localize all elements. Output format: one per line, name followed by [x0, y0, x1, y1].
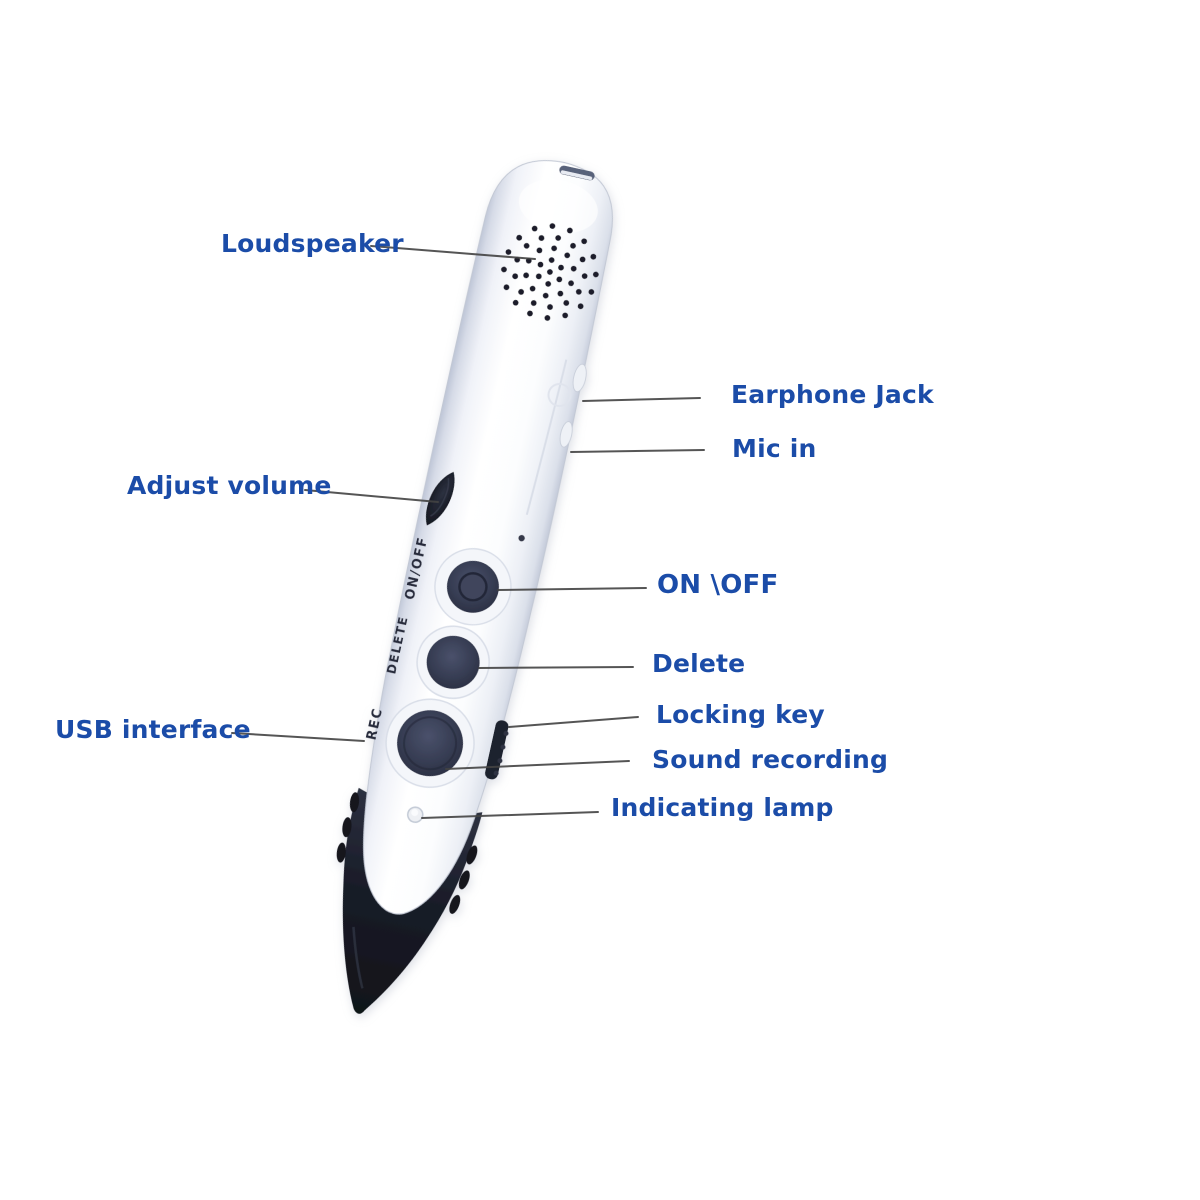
power-button	[434, 548, 512, 626]
label-locking-key: Locking key	[656, 700, 825, 729]
record-button	[385, 698, 475, 788]
leader-line-sound-recording	[445, 760, 630, 770]
leader-line-locking-key	[508, 716, 639, 728]
pen-body	[363, 160, 613, 915]
label-on-off: ON \OFF	[657, 570, 779, 600]
mic-in-bump	[559, 421, 573, 448]
locking-key-slider	[485, 720, 509, 780]
label-usb-interface: USB interface	[55, 715, 251, 744]
label-loudspeaker: Loudspeaker	[221, 229, 404, 258]
grip-ridges	[336, 792, 478, 914]
earphone-jack-bump	[572, 363, 587, 393]
indicator-lamp	[406, 806, 424, 823]
leader-line-earphone-jack	[582, 397, 701, 402]
leader-line-indicating-lamp	[421, 811, 599, 819]
tip-sheen	[352, 926, 364, 989]
mic-hole	[518, 534, 525, 542]
delete-button	[416, 625, 490, 700]
leader-line-mic-in	[570, 449, 705, 453]
leader-line-usb-interface	[231, 732, 365, 742]
pen-printed-rec-label: REC	[365, 706, 387, 741]
leader-line-on-off	[497, 587, 647, 591]
jack-recess	[547, 382, 572, 407]
lanyard-slot	[559, 165, 595, 181]
label-mic-in: Mic in	[732, 434, 817, 463]
body-seam	[525, 359, 568, 516]
label-sound-recording: Sound recording	[652, 745, 889, 774]
pen-illustration: ON/OFF DELETE REC	[336, 160, 613, 1014]
dome-highlight	[518, 179, 598, 234]
volume-wheel	[425, 471, 455, 526]
label-adjust-volume: Adjust volume	[127, 471, 332, 500]
label-indicating-lamp: Indicating lamp	[611, 793, 834, 822]
leader-line-adjust-volume	[304, 489, 439, 503]
leader-lines	[231, 245, 705, 819]
leader-line-delete	[478, 666, 634, 669]
leader-line-loudspeaker	[370, 245, 536, 260]
label-delete: Delete	[652, 649, 746, 678]
label-earphone-jack: Earphone Jack	[731, 380, 934, 409]
